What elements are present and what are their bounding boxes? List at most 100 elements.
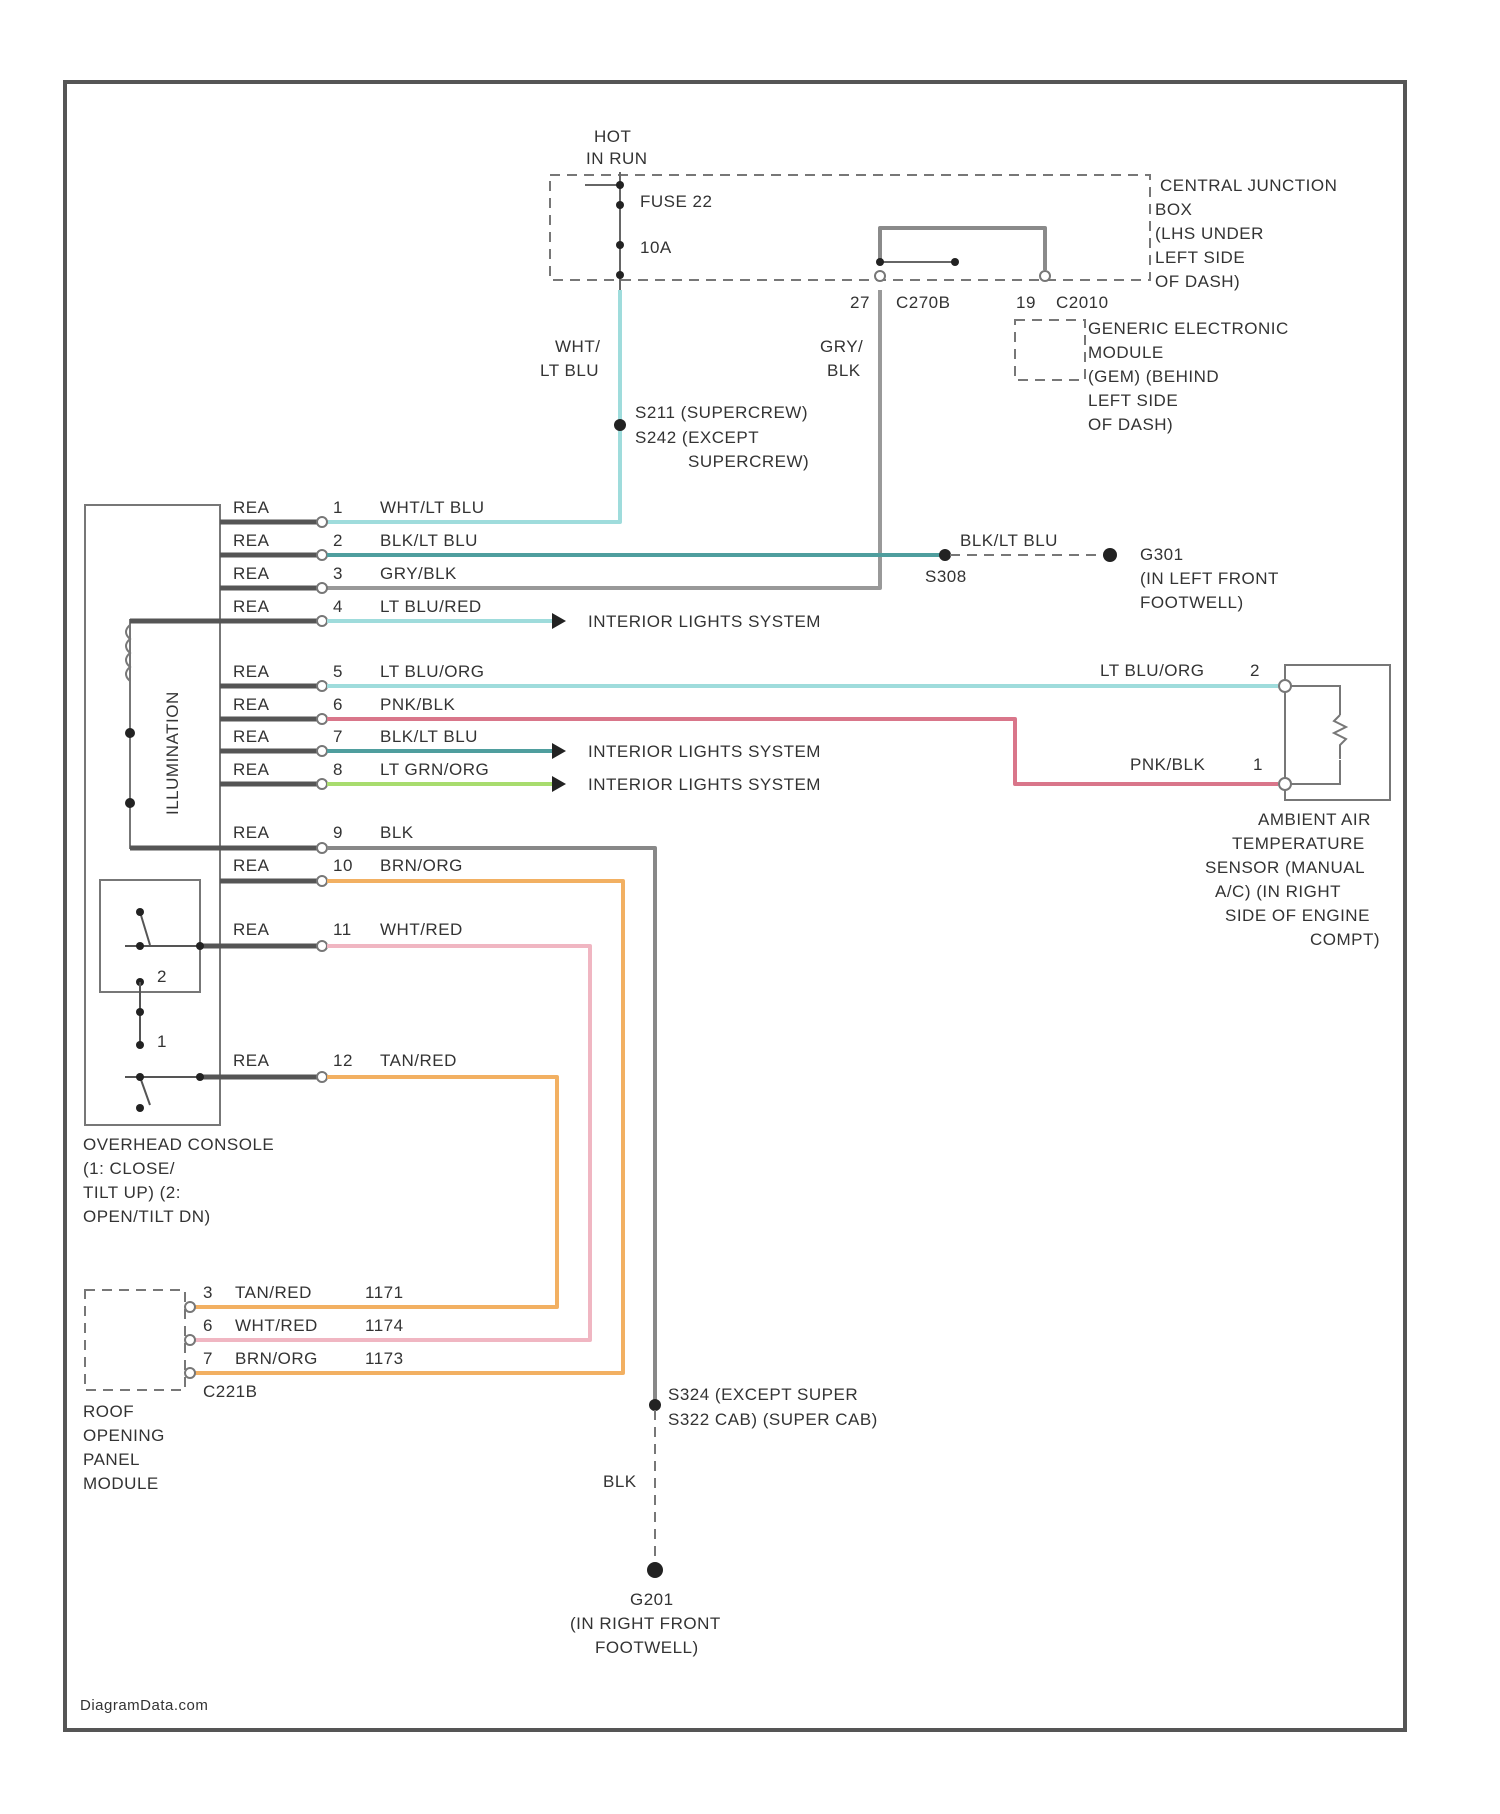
splice-bottom-line-2: S322 CAB) (SUPER CAB) <box>668 1410 878 1429</box>
overhead-console-line-4: OPEN/TILT DN) <box>83 1207 211 1226</box>
ambient-line-5: SIDE OF ENGINE <box>1225 906 1370 925</box>
pin-10-wire: BRN/ORG <box>380 856 463 875</box>
ground-right-line-1: (IN RIGHT FRONT <box>570 1614 721 1633</box>
pin-7-conn: REA <box>233 727 270 746</box>
splice-top-line-2: S242 (EXCEPT <box>635 428 759 447</box>
roof-wire-3: TAN/RED <box>235 1283 312 1302</box>
pin-7-number: 7 <box>333 727 343 746</box>
interior-lights-1: INTERIOR LIGHTS SYSTEM <box>588 612 821 631</box>
roof-circuit-7: 1173 <box>365 1349 404 1368</box>
ambient-pin-top: 2 <box>1250 661 1260 680</box>
pin-2-wire: BLK/LT BLU <box>380 531 478 550</box>
pin-2-number: 2 <box>333 531 343 550</box>
pin-8-number: 8 <box>333 760 343 779</box>
switch-pos-1: 1 <box>157 1032 167 1051</box>
ambient-line-2: TEMPERATURE <box>1232 834 1365 853</box>
pin-1-number: 1 <box>333 498 343 517</box>
gem-line-1: GENERIC ELECTRONIC <box>1088 319 1289 338</box>
pin-7-wire: BLK/LT BLU <box>380 727 478 746</box>
roof-line-4: MODULE <box>83 1474 159 1493</box>
splice-top-line-1: S211 (SUPERCREW) <box>635 403 808 422</box>
pin-4-number: 4 <box>333 597 343 616</box>
pin-10-conn: REA <box>233 856 270 875</box>
interior-lights-3: INTERIOR LIGHTS SYSTEM <box>588 775 821 794</box>
gem-line-4: LEFT SIDE <box>1088 391 1178 410</box>
roof-line-1: ROOF <box>83 1402 134 1421</box>
overhead-console-line-2: (1: CLOSE/ <box>83 1159 175 1178</box>
gem-line-3: (GEM) (BEHIND <box>1088 367 1219 386</box>
pin-1-wire: WHT/LT BLU <box>380 498 485 517</box>
watermark: DiagramData.com <box>80 1697 208 1714</box>
pin-12-wire: TAN/RED <box>380 1051 457 1070</box>
c270b-pin: 27 <box>850 293 870 312</box>
roof-pin-6: 6 <box>203 1316 213 1335</box>
junction-box-line-3: LEFT SIDE <box>1155 248 1245 267</box>
in-run-label: IN RUN <box>586 149 648 168</box>
pin-11-number: 11 <box>333 920 352 939</box>
central-junction-box <box>550 175 1150 280</box>
pin-12-conn: REA <box>233 1051 270 1070</box>
pin-11-conn: REA <box>233 920 270 939</box>
roof-line-3: PANEL <box>83 1450 140 1469</box>
overhead-console-box <box>85 505 220 1125</box>
roof-pin-3: 3 <box>203 1283 213 1302</box>
pin-12-number: 12 <box>333 1051 353 1070</box>
pin-5-number: 5 <box>333 662 343 681</box>
feed-wire-left-1: WHT/ <box>555 337 600 356</box>
pin-4-conn: REA <box>233 597 270 616</box>
junction-box-line-1: BOX <box>1155 200 1192 219</box>
pin-3-number: 3 <box>333 564 343 583</box>
pin-9-conn: REA <box>233 823 270 842</box>
pin-1-conn: REA <box>233 498 270 517</box>
illumination-label: ILLUMINATION <box>163 691 182 815</box>
fuse-amps-label: 10A <box>640 238 672 257</box>
pin-4-wire: LT BLU/RED <box>380 597 482 616</box>
c2010-pin: 19 <box>1016 293 1036 312</box>
roof-pin-7: 7 <box>203 1349 213 1368</box>
junction-box-line-2: (LHS UNDER <box>1155 224 1264 243</box>
pin-3-wire: GRY/BLK <box>380 564 457 583</box>
pin-8-conn: REA <box>233 760 270 779</box>
ambient-line-4: A/C) (IN RIGHT <box>1215 882 1341 901</box>
ambient-wire-bottom: PNK/BLK <box>1130 755 1205 774</box>
pin-5-wire: LT BLU/ORG <box>380 662 485 681</box>
pin-10-number: 10 <box>333 856 353 875</box>
splice-top-line-3: SUPERCREW) <box>688 452 809 471</box>
gem-line-5: OF DASH) <box>1088 415 1173 434</box>
switch-pos-2: 2 <box>157 967 167 986</box>
pin-3-conn: REA <box>233 564 270 583</box>
feed-wire-right-1: GRY/ <box>820 337 863 356</box>
switch-box <box>100 880 200 992</box>
ground-left-line-1: (IN LEFT FRONT <box>1140 569 1279 588</box>
junction-box-line-4: OF DASH) <box>1155 272 1240 291</box>
ambient-line-3: SENSOR (MANUAL <box>1205 858 1365 877</box>
ground-left-splice: S308 <box>925 567 967 586</box>
pin-8-wire: LT GRN/ORG <box>380 760 489 779</box>
roof-wire-7: BRN/ORG <box>235 1349 318 1368</box>
pin-6-wire: PNK/BLK <box>380 695 455 714</box>
ground-left-name: G301 <box>1140 545 1184 564</box>
pin-11-wire: WHT/RED <box>380 920 463 939</box>
interior-lights-2: INTERIOR LIGHTS SYSTEM <box>588 742 821 761</box>
c2010-label: C2010 <box>1056 293 1109 312</box>
ground-right-name: G201 <box>630 1590 674 1609</box>
gem-module-box <box>1015 320 1085 380</box>
roof-connector: C221B <box>203 1382 257 1401</box>
feed-wire-left-2: LT BLU <box>540 361 599 380</box>
roof-module-box <box>85 1290 185 1390</box>
pin-6-number: 6 <box>333 695 343 714</box>
c270b-label: C270B <box>896 293 950 312</box>
ambient-line-1: AMBIENT AIR <box>1258 810 1371 829</box>
overhead-console-line-1: OVERHEAD CONSOLE <box>83 1135 274 1154</box>
pin-9-number: 9 <box>333 823 343 842</box>
ground-right-line-2: FOOTWELL) <box>595 1638 699 1657</box>
overhead-console-line-3: TILT UP) (2: <box>83 1183 181 1202</box>
pin-9-wire: BLK <box>380 823 414 842</box>
ground-left-wire: BLK/LT BLU <box>960 531 1058 550</box>
roof-wire-6: WHT/RED <box>235 1316 318 1335</box>
fuse-label: FUSE 22 <box>640 192 712 211</box>
ambient-wire-top: LT BLU/ORG <box>1100 661 1205 680</box>
gem-line-2: MODULE <box>1088 343 1164 362</box>
junction-box-name: CENTRAL JUNCTION <box>1160 176 1337 195</box>
